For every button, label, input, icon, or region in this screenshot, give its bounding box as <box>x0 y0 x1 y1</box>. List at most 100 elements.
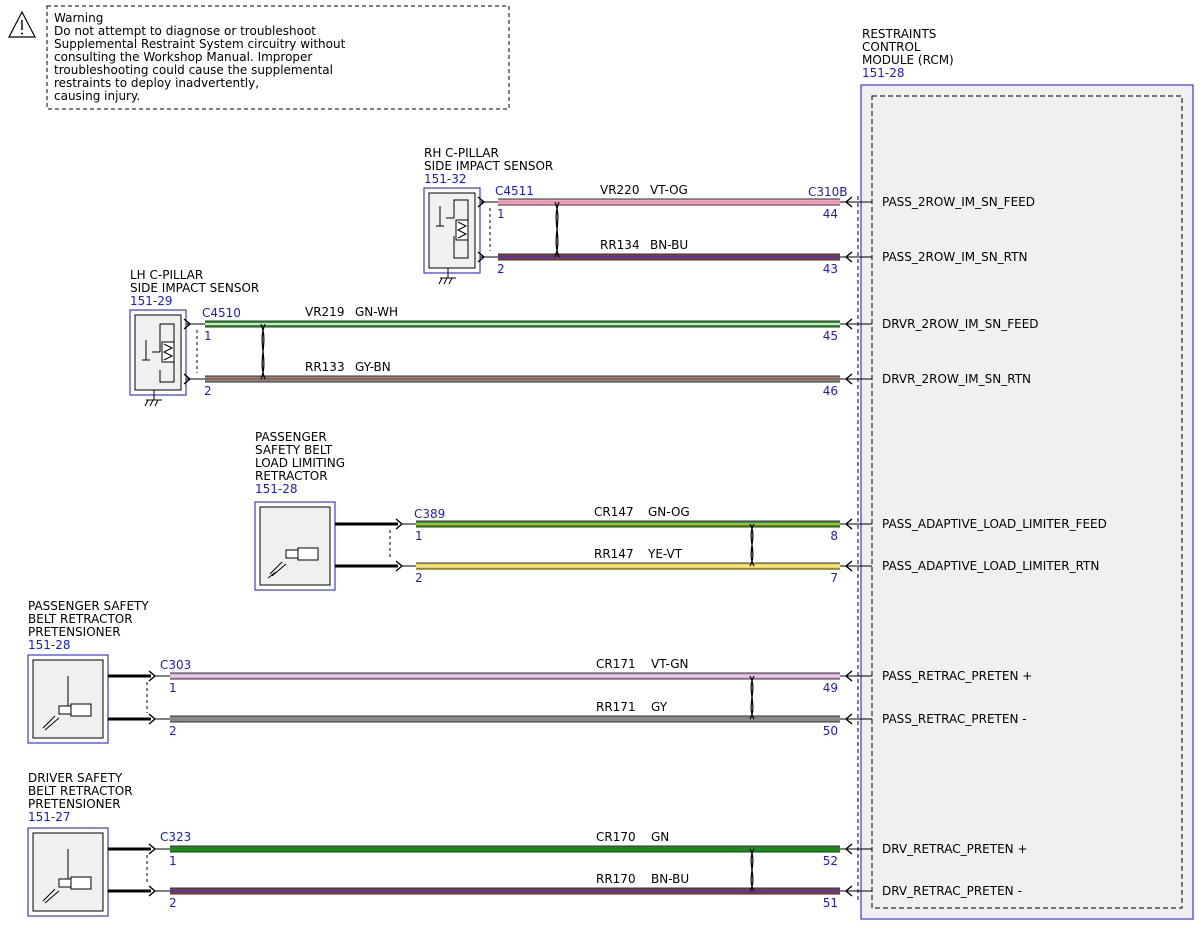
rcm-name: RESTRAINTS <box>862 27 936 41</box>
warning-line: consulting the Workshop Manual. Improper <box>54 50 312 64</box>
module-chevron-icon <box>844 713 853 725</box>
pin-in-label: 1 <box>169 681 177 695</box>
rh-sensor-name: RH C-PILLAR <box>424 146 499 160</box>
connector-labels: C4511 C4510 C389 C303 C323 <box>160 184 534 844</box>
wire-color-label: VT-GN <box>651 657 688 671</box>
lh-sensor-symbol <box>129 309 187 407</box>
module-chevron-icon <box>844 318 853 330</box>
drv-pretensioner-name: DRIVER SAFETY <box>28 771 123 785</box>
load-limiter-name: SAFETY BELT <box>255 443 333 457</box>
pin-out-label: 50 <box>823 724 838 738</box>
module-chevron-icon <box>844 196 853 208</box>
twisted-pair-icon <box>749 675 755 720</box>
pass-pretensioner-name: PASSENGER SAFETY <box>28 599 149 613</box>
signal-label: PASS_RETRAC_PRETEN - <box>882 712 1027 726</box>
circuit-label: RR170 <box>596 872 636 886</box>
module-chevron-icon <box>844 885 853 897</box>
pin-in-label: 2 <box>497 262 505 276</box>
drv-pretensioner-name: BELT RETRACTOR <box>28 784 133 798</box>
rh-sensor-name: SIDE IMPACT SENSOR <box>424 159 553 173</box>
circuit-label: RR147 <box>594 547 634 561</box>
pass-pretensioner-name: BELT RETRACTOR <box>28 612 133 626</box>
rcm-module: RESTRAINTS CONTROL MODULE (RCM) 151-28 C… <box>808 27 1194 920</box>
lh-sensor-name: LH C-PILLAR <box>130 268 203 282</box>
signal-label: DRV_RETRAC_PRETEN + <box>882 842 1028 856</box>
signal-label: PASS_2ROW_IM_SN_FEED <box>882 195 1035 209</box>
wire-color-label: GY-BN <box>355 360 391 374</box>
module-chevron-icon <box>844 373 853 385</box>
pin-out-label: 45 <box>823 329 838 343</box>
connector-label: C4510 <box>202 306 241 320</box>
load-limiter-symbol <box>254 501 336 591</box>
rh-sensor-ref: 151-32 <box>424 172 467 186</box>
pin-out-label: 8 <box>830 529 838 543</box>
wire-color-label: BN-BU <box>650 238 688 252</box>
circuit-label: VR220 <box>600 183 639 197</box>
connector-label: C4511 <box>495 184 534 198</box>
signal-label: DRVR_2ROW_IM_SN_RTN <box>882 372 1031 386</box>
module-chevron-icon <box>844 843 853 855</box>
pin-in-label: 1 <box>415 529 423 543</box>
pin-out-label: 7 <box>830 571 838 585</box>
signal-label: PASS_2ROW_IM_SN_RTN <box>882 250 1027 264</box>
wire-color-label: GN-OG <box>648 505 690 519</box>
circuit-label: RR171 <box>596 700 636 714</box>
pin-out-label: 52 <box>823 854 838 868</box>
rcm-ref: 151-28 <box>862 66 905 80</box>
warning-line: troubleshooting could cause the suppleme… <box>54 63 333 77</box>
pin-out-label: 46 <box>823 384 838 398</box>
circuit-label: RR134 <box>600 238 640 252</box>
pin-in-label: 2 <box>415 571 423 585</box>
pass-pretensioner-ref: 151-28 <box>28 638 71 652</box>
wire-color-label: VT-OG <box>650 183 688 197</box>
warning-line: Do not attempt to diagnose or troublesho… <box>54 24 316 38</box>
load-limiter-name: LOAD LIMITING <box>255 456 345 470</box>
circuit-label: RR133 <box>305 360 345 374</box>
circuit-label: CR147 <box>594 505 634 519</box>
pass-pretensioner-name: PRETENSIONER <box>28 625 121 639</box>
lh-sensor-name: SIDE IMPACT SENSOR <box>130 281 259 295</box>
twisted-pair-icon <box>749 523 755 567</box>
connector-label: C303 <box>160 658 191 672</box>
connector-label: C323 <box>160 830 191 844</box>
pin-in-label: 2 <box>204 384 212 398</box>
signal-label: PASS_ADAPTIVE_LOAD_LIMITER_FEED <box>882 517 1107 531</box>
wire-RR133: RR133 GY-BN 2 46 DRVR_2ROW_IM_SN_RTN <box>183 360 1031 398</box>
circuit-label: CR171 <box>596 657 636 671</box>
wire-color-label: GN-WH <box>355 305 398 319</box>
wire-color-label: GY <box>651 700 668 714</box>
module-chevron-icon <box>844 251 853 263</box>
twisted-pair-icon <box>260 323 266 380</box>
twisted-pair-icon <box>554 201 560 258</box>
module-chevron-icon <box>844 670 853 682</box>
lh-sensor-ref: 151-29 <box>130 294 173 308</box>
pin-out-label: 44 <box>823 207 838 221</box>
signal-label: DRVR_2ROW_IM_SN_FEED <box>882 317 1039 331</box>
drv-pretensioner-ref: 151-27 <box>28 810 71 824</box>
module-chevron-icon <box>844 518 853 530</box>
rcm-connector: C310B <box>808 185 848 199</box>
rcm-name: CONTROL <box>862 40 921 54</box>
circuit-label: CR170 <box>596 830 636 844</box>
load-limiter-name: PASSENGER <box>255 430 327 444</box>
pin-in-label: 2 <box>169 896 177 910</box>
signal-label: PASS_ADAPTIVE_LOAD_LIMITER_RTN <box>882 559 1099 573</box>
pin-out-label: 51 <box>823 896 838 910</box>
load-limiter-ref: 151-28 <box>255 482 298 496</box>
twisted-pair-icon <box>749 848 755 892</box>
warning-line: Warning <box>54 11 103 25</box>
module-chevron-icon <box>844 560 853 572</box>
warning-line: causing injury. <box>54 89 140 103</box>
drv-pretensioner-symbol <box>27 827 109 917</box>
wire-color-label: BN-BU <box>651 872 689 886</box>
warning-line: restraints to deploy inadvertently, <box>54 76 259 90</box>
pass-pretensioner-symbol <box>27 654 109 744</box>
pin-in-label: 1 <box>497 207 505 221</box>
load-limiter-name: RETRACTOR <box>255 469 328 483</box>
